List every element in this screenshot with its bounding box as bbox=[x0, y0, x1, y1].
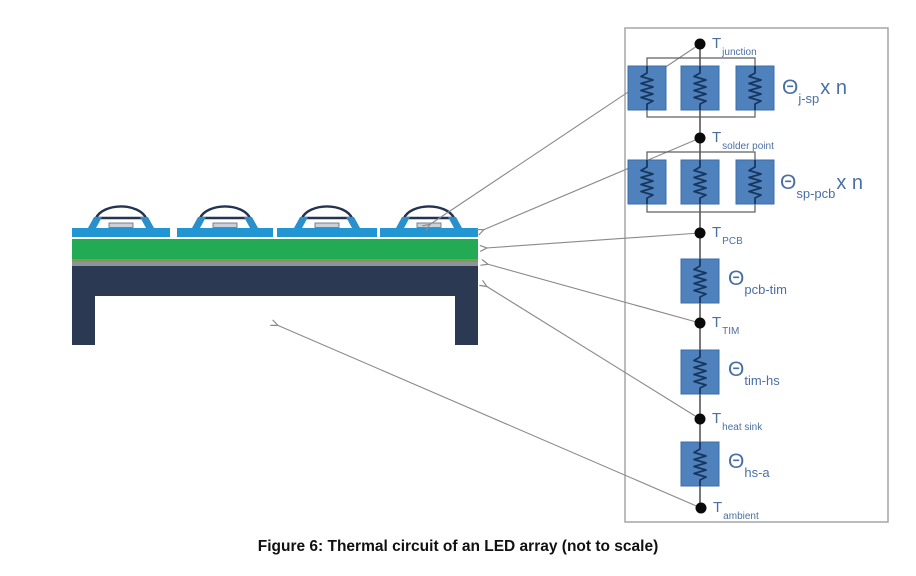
led-package bbox=[292, 205, 362, 230]
node-label-sub: ambient bbox=[723, 511, 759, 522]
node-label-ambient: Tambient bbox=[713, 499, 759, 522]
arrow-pcb bbox=[486, 232, 701, 248]
node-dot-solder-point bbox=[694, 132, 706, 144]
theta-mult: x n bbox=[820, 77, 847, 99]
theta-sub: hs-a bbox=[744, 465, 770, 481]
led-package bbox=[86, 205, 156, 230]
resistor-j-sp bbox=[627, 65, 667, 111]
theta-sub: sp-pcb bbox=[796, 186, 836, 202]
theta-symbol: Θ bbox=[782, 76, 799, 99]
pcb-layer bbox=[72, 239, 478, 262]
arrow-tim bbox=[487, 264, 701, 324]
resistor-label-sp-pcb: Θsp-pcbx n bbox=[780, 171, 864, 200]
theta-symbol: Θ bbox=[728, 450, 745, 473]
resistor-label-pcb-tim: Θpcb-tim bbox=[728, 267, 787, 296]
figure-caption: Figure 6: Thermal circuit of an LED arra… bbox=[257, 538, 659, 555]
node-label-main: T bbox=[712, 410, 722, 427]
arrow-heatsink bbox=[486, 286, 701, 420]
node-label-junction: Tjunction bbox=[712, 35, 757, 58]
node-dot-heatsink bbox=[694, 413, 706, 425]
node-label-main: T bbox=[712, 129, 722, 146]
theta-sub: j-sp bbox=[798, 91, 820, 107]
resistor-tim-hs bbox=[680, 349, 720, 395]
theta-symbol: Θ bbox=[780, 171, 797, 194]
theta-symbol: Θ bbox=[728, 358, 745, 381]
arrow-solder-point bbox=[483, 137, 701, 230]
heatsink-left-leg bbox=[72, 296, 95, 345]
led-package bbox=[190, 205, 260, 230]
resistor-hs-a bbox=[680, 441, 720, 487]
node-label-sub: TIM bbox=[722, 326, 740, 337]
resistor-sp-pcb bbox=[735, 159, 775, 205]
node-dot-pcb bbox=[694, 227, 706, 239]
node-dots bbox=[694, 38, 707, 514]
node-label-main: T bbox=[712, 224, 722, 241]
node-label-sub: heat sink bbox=[722, 422, 763, 433]
node-label-main: T bbox=[713, 499, 723, 516]
resistor-j-sp bbox=[735, 65, 775, 111]
node-label-sub: PCB bbox=[722, 236, 743, 247]
solder-strips bbox=[72, 228, 478, 237]
resistor-label-j-sp: Θj-spx n bbox=[782, 76, 847, 105]
resistor-label-tim-hs: Θtim-hs bbox=[728, 358, 780, 387]
resistor-pcb-tim bbox=[680, 258, 720, 304]
resistor-j-sp bbox=[680, 65, 720, 111]
heatsink-right-leg bbox=[455, 296, 478, 345]
heatsink bbox=[72, 266, 478, 345]
resistor-label-hs-a: Θhs-a bbox=[728, 450, 770, 479]
theta-symbol: Θ bbox=[728, 267, 745, 290]
theta-sub: tim-hs bbox=[744, 373, 780, 389]
node-label-heatsink: Theat sink bbox=[712, 410, 763, 433]
node-label-main: T bbox=[712, 35, 722, 52]
node-dot-tim bbox=[694, 317, 706, 329]
node-dot-junction bbox=[694, 38, 706, 50]
arrow-ambient bbox=[277, 325, 702, 509]
theta-sub: pcb-tim bbox=[744, 282, 787, 298]
thermal-circuit bbox=[277, 27, 889, 523]
theta-mult: x n bbox=[836, 172, 864, 194]
node-label-main: T bbox=[712, 314, 722, 331]
node-dot-ambient bbox=[695, 502, 707, 514]
node-label-pcb: TPCB bbox=[712, 224, 743, 247]
node-label-sub: solder point bbox=[722, 141, 774, 152]
node-label-solder-point: Tsolder point bbox=[712, 129, 774, 152]
resistor-sp-pcb bbox=[627, 159, 667, 205]
tim-layer bbox=[72, 262, 478, 266]
resistor-sp-pcb bbox=[680, 159, 720, 205]
led-array-cross-section bbox=[72, 205, 478, 345]
node-label-sub: junction bbox=[722, 47, 757, 58]
node-label-tim: TTIM bbox=[712, 314, 740, 337]
